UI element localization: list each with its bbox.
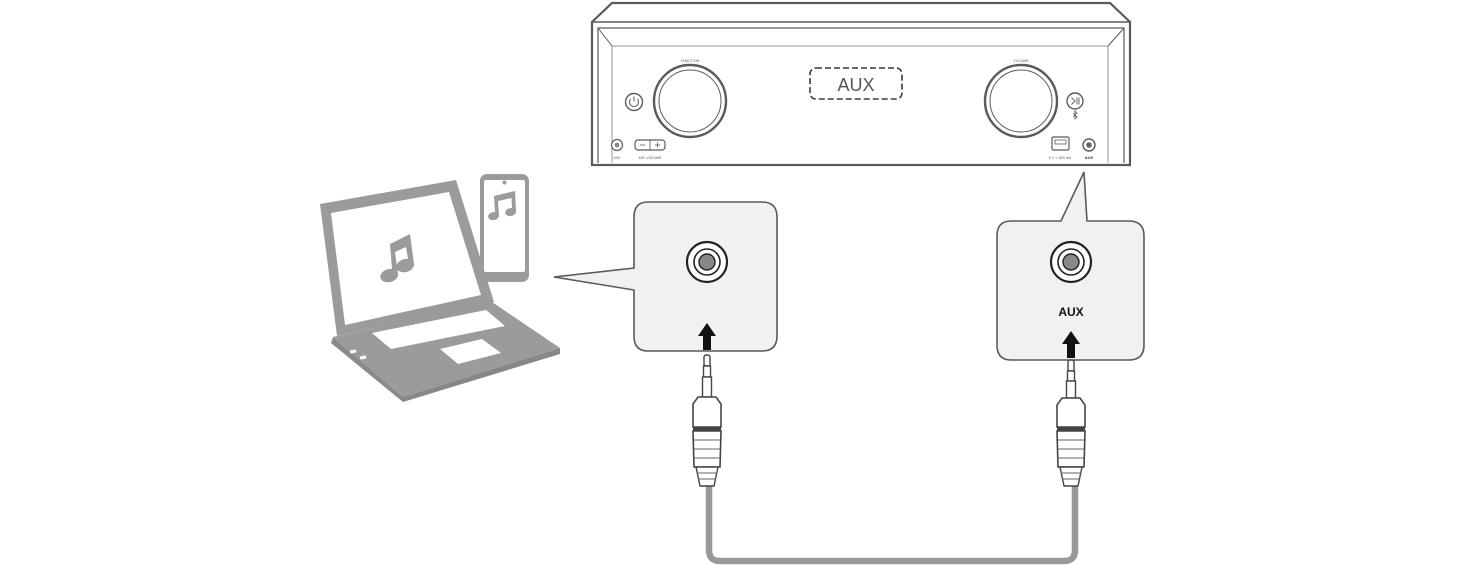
- unit-aux-jack-callout: AUX: [996, 171, 1145, 361]
- aux-jack-label: AUX: [1058, 305, 1083, 319]
- usb-label: 5 V ═ 500 mA: [1049, 156, 1072, 160]
- mic-label: MIC: [614, 156, 621, 160]
- laptop-icon: [320, 180, 560, 402]
- audio-plug-icon: [1056, 359, 1086, 487]
- phone-camera: [502, 180, 507, 185]
- function-knob[interactable]: [652, 63, 728, 139]
- laptop-touchpad: [440, 339, 501, 364]
- smartphone-icon: [480, 174, 529, 282]
- unit-face: [597, 27, 1125, 163]
- volume-knob[interactable]: [983, 63, 1059, 139]
- phone-music-note-icon: [488, 191, 517, 221]
- volume-label: VOLUME: [1013, 59, 1029, 63]
- display-window: [809, 67, 903, 100]
- play-pause-icon: [1071, 97, 1080, 105]
- unit-aux-label: AUX: [1085, 155, 1094, 160]
- power-button[interactable]: [624, 92, 644, 112]
- laptop-keyboard: [372, 310, 505, 349]
- audio-plug-icon: [692, 354, 722, 487]
- music-note-icon: [380, 234, 415, 283]
- bluetooth-icon: [1072, 110, 1078, 120]
- usb-port[interactable]: [1051, 136, 1070, 151]
- arrow-up-icon: [1062, 331, 1080, 358]
- laptop-screen: [331, 192, 481, 325]
- power-icon: [629, 98, 639, 107]
- source-jack-callout: [553, 201, 778, 352]
- display-text: AUX: [837, 75, 874, 95]
- mic-volume-label: MIC VOLUME: [639, 156, 662, 160]
- callout-left-panel: [553, 201, 778, 352]
- arrow-up-icon: [698, 323, 716, 350]
- audio-unit: FUNCTION AUX VOLUME MIC MIC VOLUME 5 V ═…: [590, 1, 1132, 167]
- function-label: FUNCTION: [681, 59, 700, 63]
- audio-cable: [705, 481, 1079, 565]
